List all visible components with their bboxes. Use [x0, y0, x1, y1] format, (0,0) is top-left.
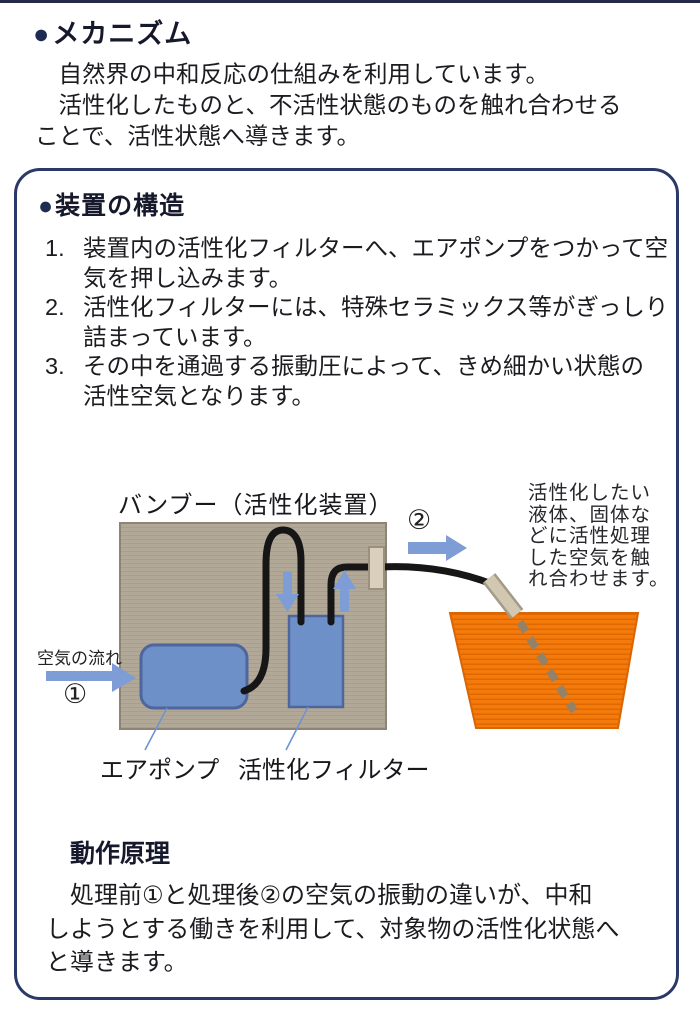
step-text: その中を通過する振動圧によって、きめ細かい状態の 活性空気となります。 [83, 353, 644, 409]
device-steps-list: 1. 装置内の活性化フィルターへ、エアポンプをつかって空 気を押し込みます。 2… [45, 234, 670, 411]
mechanism-heading: ●メカニズム [33, 12, 192, 51]
mechanism-body-text: 自然界の中和反応の仕組みを利用しています。 活性化したものと、不活性状態のものを… [35, 61, 622, 149]
target-container-note: 活性化したい 液体、固体な どに活性処理 した空気を触 れ合わせます。 [528, 482, 670, 590]
step-number: 3. [45, 353, 65, 379]
bullet-icon: ● [38, 192, 55, 220]
device-structure-heading-text: 装置の構造 [55, 192, 186, 220]
page-top-edge-line [0, 0, 700, 3]
step1-circled-number: ① [63, 679, 88, 709]
air-flow-label: 空気の流れ [37, 649, 122, 668]
activation-filter-label: 活性化フィルター [238, 757, 430, 784]
air-pump-label: エアポンプ [100, 757, 220, 784]
step-number: 1. [45, 235, 65, 261]
step-item: 3. その中を通過する振動圧によって、きめ細かい状態の 活性空気となります。 [45, 352, 670, 411]
diagram-title: バンブー（活性化装置） [118, 492, 394, 519]
device-structure-panel [14, 168, 679, 1000]
step2-circled-number: ② [407, 505, 432, 535]
operating-principle-body: 処理前①と処理後②の空気の振動の違いが、中和 しようとする働きを利用して、対象物… [46, 882, 620, 976]
step-text: 装置内の活性化フィルターへ、エアポンプをつかって空 気を押し込みます。 [83, 235, 669, 291]
step-number: 2. [45, 294, 65, 320]
step-item: 2. 活性化フィルターには、特殊セラミックス等がぎっしり 詰まっています。 [45, 293, 670, 352]
step-item: 1. 装置内の活性化フィルターへ、エアポンプをつかって空 気を押し込みます。 [45, 234, 670, 293]
device-structure-heading: ●装置の構造 [38, 186, 185, 222]
step-text: 活性化フィルターには、特殊セラミックス等がぎっしり 詰まっています。 [83, 294, 669, 350]
operating-principle-heading: 動作原理 [70, 840, 171, 868]
mechanism-heading-text: メカニズム [52, 19, 193, 49]
bullet-icon: ● [33, 19, 51, 49]
